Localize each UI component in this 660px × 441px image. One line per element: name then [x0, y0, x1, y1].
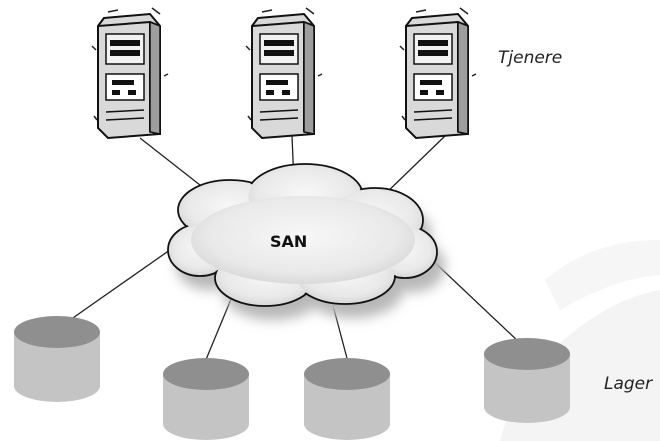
server-icon	[399, 7, 477, 139]
disk-cylinder-icon	[304, 358, 390, 440]
server-icon	[91, 7, 169, 139]
storage-link	[59, 244, 178, 328]
servers-label: Tjenere	[498, 48, 563, 68]
server-link	[381, 135, 446, 198]
watermark-shape	[545, 240, 660, 310]
san-label: SAN	[270, 232, 308, 251]
storage-label: Lager	[604, 374, 653, 394]
server-icon	[245, 7, 323, 139]
disk-cylinder-icon	[163, 358, 249, 440]
cloud-icon	[167, 163, 445, 320]
storage-link	[429, 257, 521, 344]
disk-cylinder-icon	[484, 338, 570, 423]
disk-cylinder-icon	[14, 316, 100, 402]
